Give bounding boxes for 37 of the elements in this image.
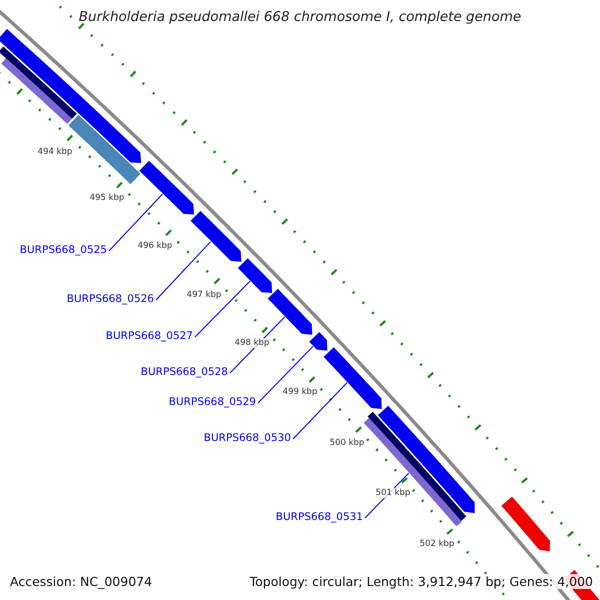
gene-feature [364,418,462,526]
tick-label: 494 kbp [38,147,72,157]
leader-line [108,194,164,252]
summary-text: Topology: circular; Length: 3,912,947 bp; Genes: 4,000 [250,574,593,589]
gene-feature [501,496,550,552]
gene-feature [139,160,194,214]
tick-label: 499 kbp [282,387,318,397]
gene-label: BURPS668_0526 [66,292,154,306]
tick-label: 497 kbp [186,290,222,300]
gene-feature [1,58,72,124]
gene-label: BURPS668_0527 [106,329,193,343]
gene-label: BURPS668_0529 [168,395,256,409]
gene-feature [368,412,466,521]
leader-line [156,241,212,300]
accession-text: Accession: NC_009074 [10,574,152,589]
gene-feature [190,210,242,262]
tick-label: 495 kbp [90,193,124,203]
gene-feature [238,258,272,293]
gene-feature [0,46,77,119]
title: Burkholderia pseudomallei 668 chromosome I, complete genome [78,9,522,25]
tick-label: 501 kbp [376,488,410,498]
gene-label: BURPS668_0525 [20,243,107,257]
leader-line [194,280,251,338]
gene-feature [378,406,475,514]
gene-feature [309,332,328,351]
gene-label: BURPS668_0530 [204,431,291,445]
gene-feature [324,347,382,409]
tick-label: 500 kbp [330,438,364,448]
gene-feature [0,28,142,163]
gene-feature [268,288,312,335]
leader-line [292,382,348,440]
tick-label: 502 kbp [420,539,454,549]
tick-label: 498 kbp [234,338,270,348]
gene-label: BURPS668_0528 [140,365,228,379]
leader-line [258,346,314,404]
tick-label: 496 kbp [138,241,172,251]
gene-label: BURPS668_0531 [276,510,363,524]
